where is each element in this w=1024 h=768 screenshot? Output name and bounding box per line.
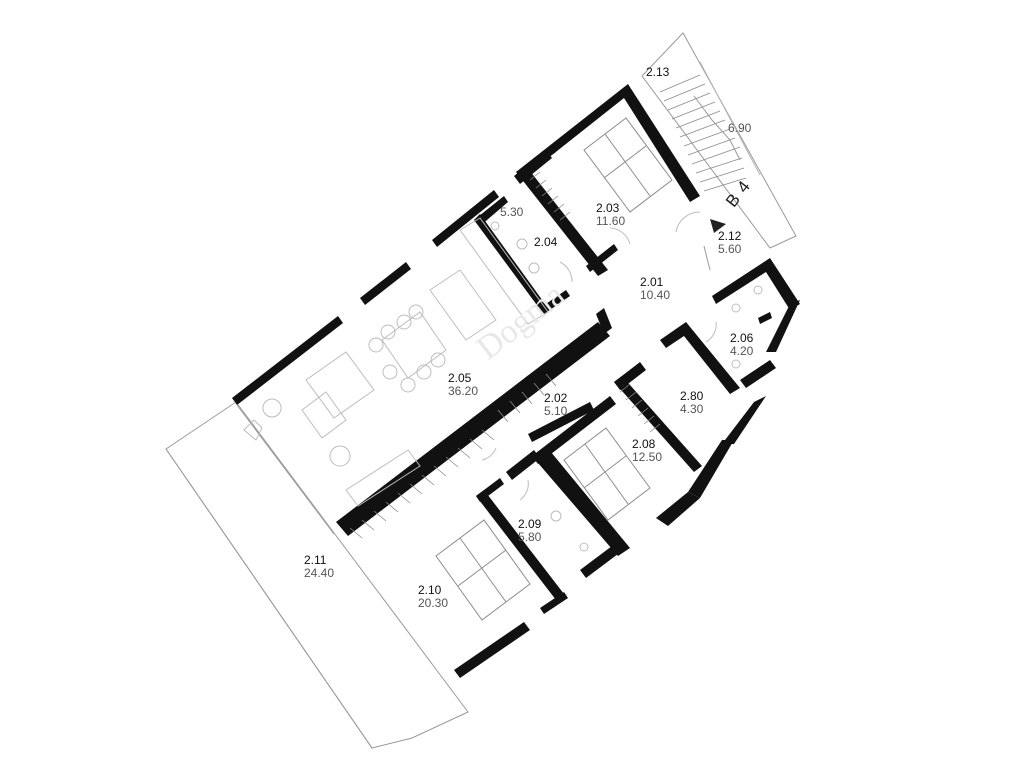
room-label-2-02: 2.02 5.10 (544, 391, 568, 418)
furniture (243, 117, 763, 621)
entrance-arrow-icon (710, 219, 726, 233)
exterior-walls (232, 84, 800, 678)
wardrobe-hatch (349, 171, 661, 539)
room-label-2-11: 2.11 24.40 (304, 553, 335, 580)
room-label-2-08: 2.08 12.50 (632, 437, 663, 464)
room-label-2-03: 2.03 11.60 (596, 201, 626, 228)
terrace-outline (165, 32, 797, 749)
room-label-2-12: 2.12 5.60 (718, 229, 742, 256)
room-area-2-13: 6.90 (728, 121, 752, 135)
room-label-2-05: 2.05 36.20 (448, 371, 479, 398)
room-label-2-10: 2.10 20.30 (418, 583, 449, 610)
room-label-2-06: 2.06 4.20 (730, 331, 754, 358)
stair-hatch (659, 74, 747, 192)
room-area-5-30: 5.30 (500, 205, 524, 219)
room-label-2-01: 2.01 10.40 (640, 275, 671, 302)
room-label-2-04: 2.04 (534, 235, 558, 249)
room-label-2-13: 2.13 (646, 65, 670, 79)
room-label-2-80: 2.80 4.30 (680, 389, 704, 416)
room-label-2-09: 2.09 5.80 (518, 517, 542, 544)
